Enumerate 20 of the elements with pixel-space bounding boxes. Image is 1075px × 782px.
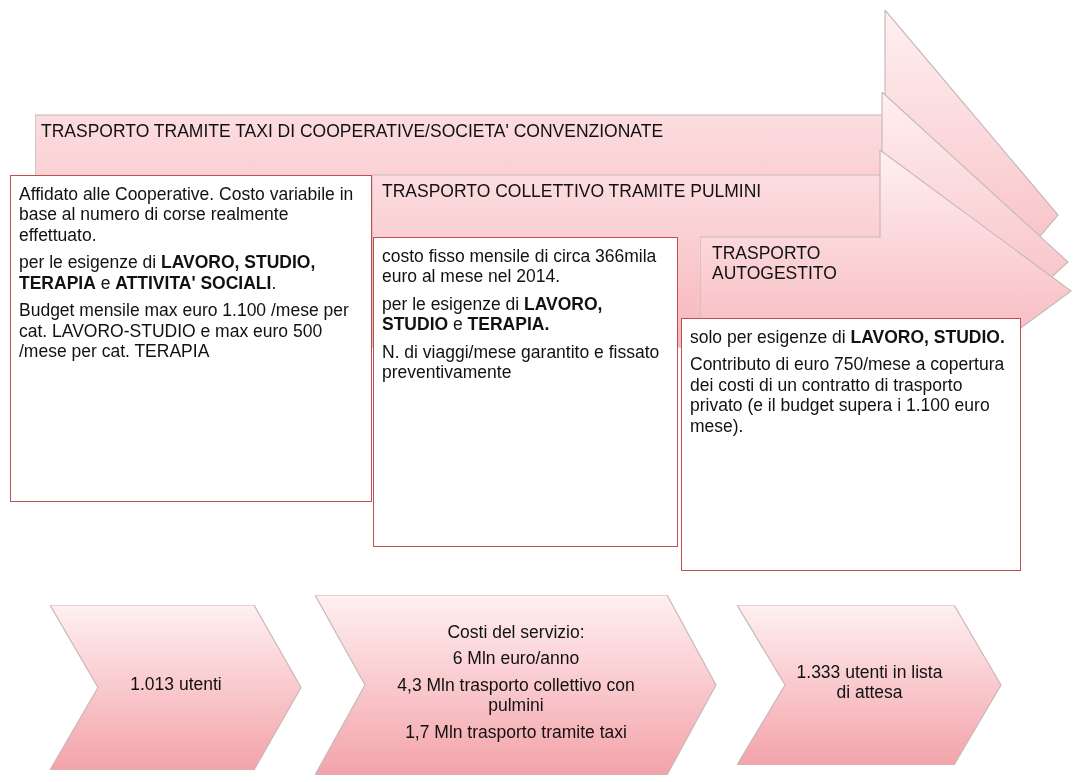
figure-text: 1.333 utenti in lista di attesa (795, 661, 944, 703)
arrow-heading: TRASPORTO COLLETTIVO TRAMITE PULMINI (382, 181, 763, 202)
paragraph: Budget mensile max euro 1.100 /mese per cat. LAVORO-STUDIO e max euro 500 /mese per cat. TERAPIA (19, 300, 350, 362)
info-card (10, 175, 372, 502)
paragraph: solo per esigenze di LAVORO, STUDIO. (690, 327, 1006, 348)
info-card (373, 237, 678, 547)
paragraph: per le esigenze di LAVORO, STUDIO e TERAPIA. (382, 293, 604, 335)
paragraph: N. di viaggi/mese garantito e fissato preventivamente (382, 341, 661, 383)
paragraph: costo fisso mensile di circa 366mila euro al mese nel 2014. (382, 246, 658, 287)
paragraph: Affidato alle Cooperative. Costo variabile in base al numero di corse realmente effettuato. (19, 184, 355, 246)
paragraph: Contributo di euro 750/mese a copertura dei costi di un contratto di trasporto privato (e il budget supera i 1.100 euro mese). (690, 354, 1006, 437)
arrow-heading: TRASPORTO AUTOGESTITO (712, 243, 838, 284)
info-card (681, 318, 1021, 571)
figure-text: 6 Mln euro/anno (452, 648, 580, 669)
figure-text: 1.013 utenti (130, 674, 222, 695)
figure-text: 1,7 Mln trasporto tramite taxi (405, 721, 627, 743)
figure-text: 4,3 Mln trasporto collettivo con pulmini (396, 674, 636, 716)
figure-text: Costi del servizio: (447, 621, 585, 643)
arrow-heading: TRASPORTO TRAMITE TAXI DI COOPERATIVE/SOCIETA' CONVENZIONATE (41, 121, 665, 142)
paragraph: per le esigenze di LAVORO, STUDIO, TERAPIA e ATTIVITA' SOCIALI. (19, 252, 317, 294)
